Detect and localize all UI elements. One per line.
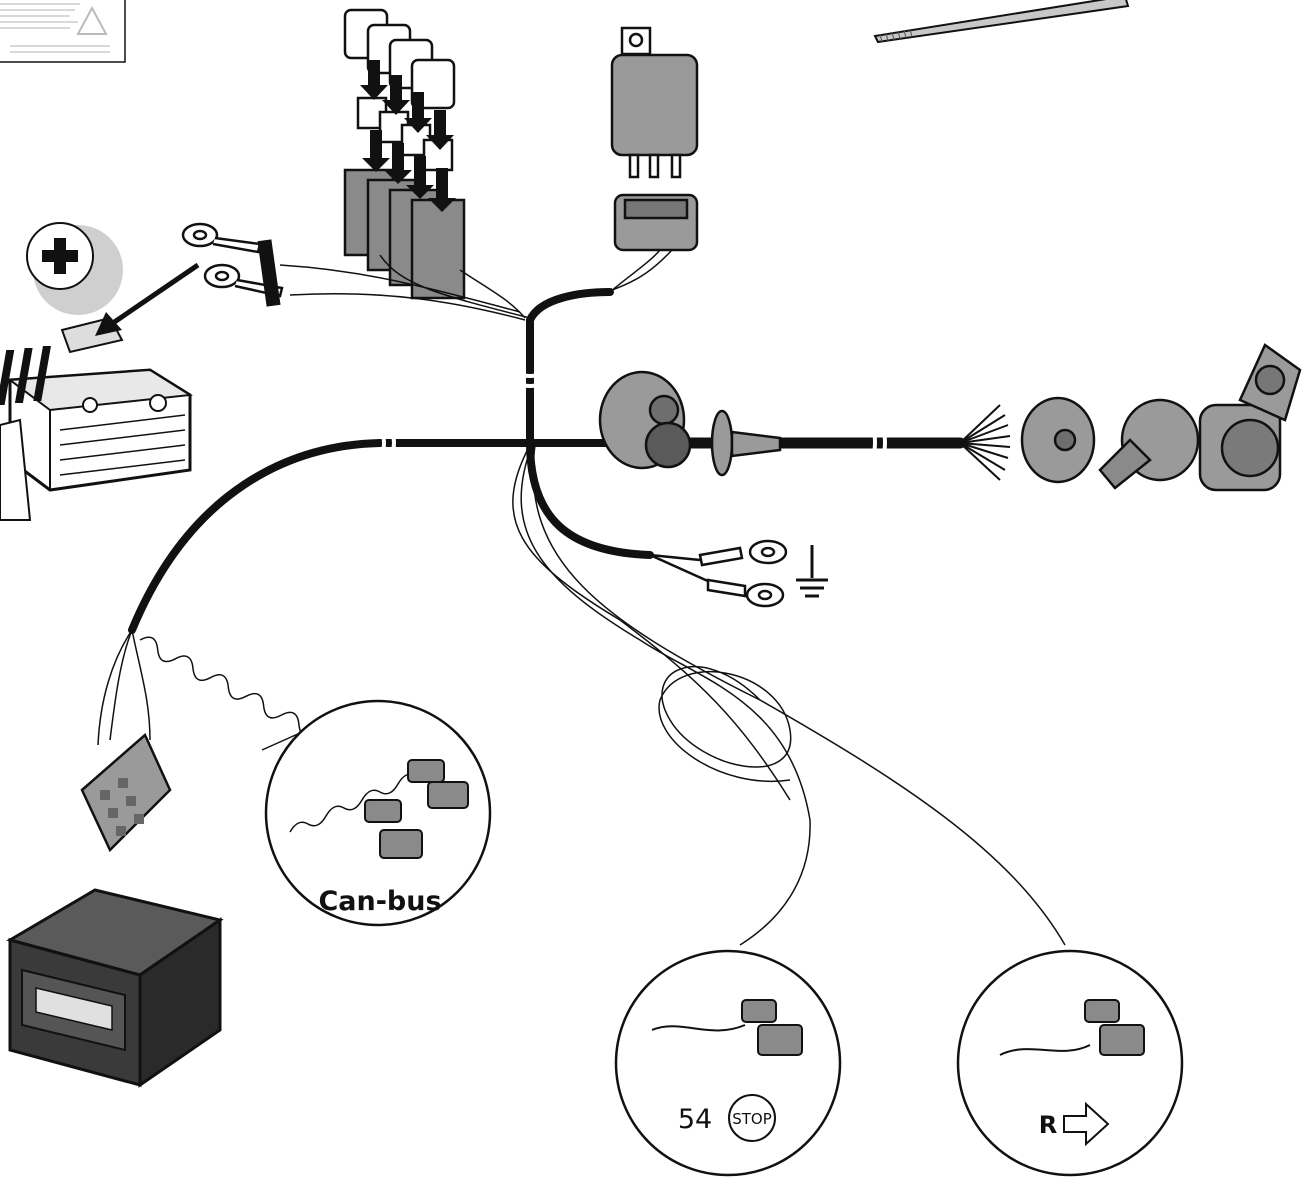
splice-connector	[741, 999, 803, 1056]
splice-connectors	[364, 759, 469, 859]
arrow-right-icon	[1063, 1101, 1110, 1147]
stop-sign-label: STOP	[732, 1110, 772, 1128]
reverse-light-inset: R	[956, 949, 1184, 1177]
plus-icon	[42, 238, 78, 274]
insertion-arrows	[360, 60, 456, 212]
trailer-socket-13-pin	[1198, 343, 1302, 492]
wire-coil	[658, 665, 792, 782]
stop-sign-icon	[728, 1094, 776, 1142]
stop-number-label: 54	[678, 1104, 712, 1135]
battery-terminal	[149, 394, 167, 412]
cable-grommet	[598, 370, 782, 477]
battery-cells	[0, 346, 51, 405]
car-battery	[0, 316, 193, 521]
arrow-to-battery	[108, 262, 200, 328]
fuse-relay-block	[343, 8, 466, 300]
break-marks	[380, 372, 887, 459]
splice-connector	[1084, 999, 1145, 1056]
fuse-holder-inline	[257, 239, 281, 307]
relay-socket	[613, 193, 699, 252]
ring-terminals-ground	[649, 539, 788, 608]
ring-terminals-battery	[181, 222, 284, 298]
harness-main	[128, 288, 966, 634]
control-module	[6, 888, 224, 1088]
probe-tool	[873, 0, 1130, 44]
warning-triangle-icon	[76, 5, 108, 35]
wire-ends-fan	[959, 404, 1011, 481]
battery-positive-symbol	[26, 222, 123, 315]
instruction-sheet	[0, 0, 126, 63]
can-bus-label: Can-bus	[318, 886, 441, 917]
relay	[610, 26, 699, 179]
can-bus-inset: Can-bus	[261, 699, 492, 927]
trailer-socket-seal	[1098, 398, 1200, 490]
thin-wires	[97, 249, 1066, 946]
trailer-socket-backplate	[1020, 396, 1096, 484]
stop-light-inset: 54 STOP	[614, 949, 842, 1177]
can-bus-twisted-pair	[139, 636, 335, 744]
vehicle-connector	[80, 732, 172, 853]
ground-icon	[796, 545, 828, 598]
reverse-label: R	[1039, 1111, 1057, 1139]
